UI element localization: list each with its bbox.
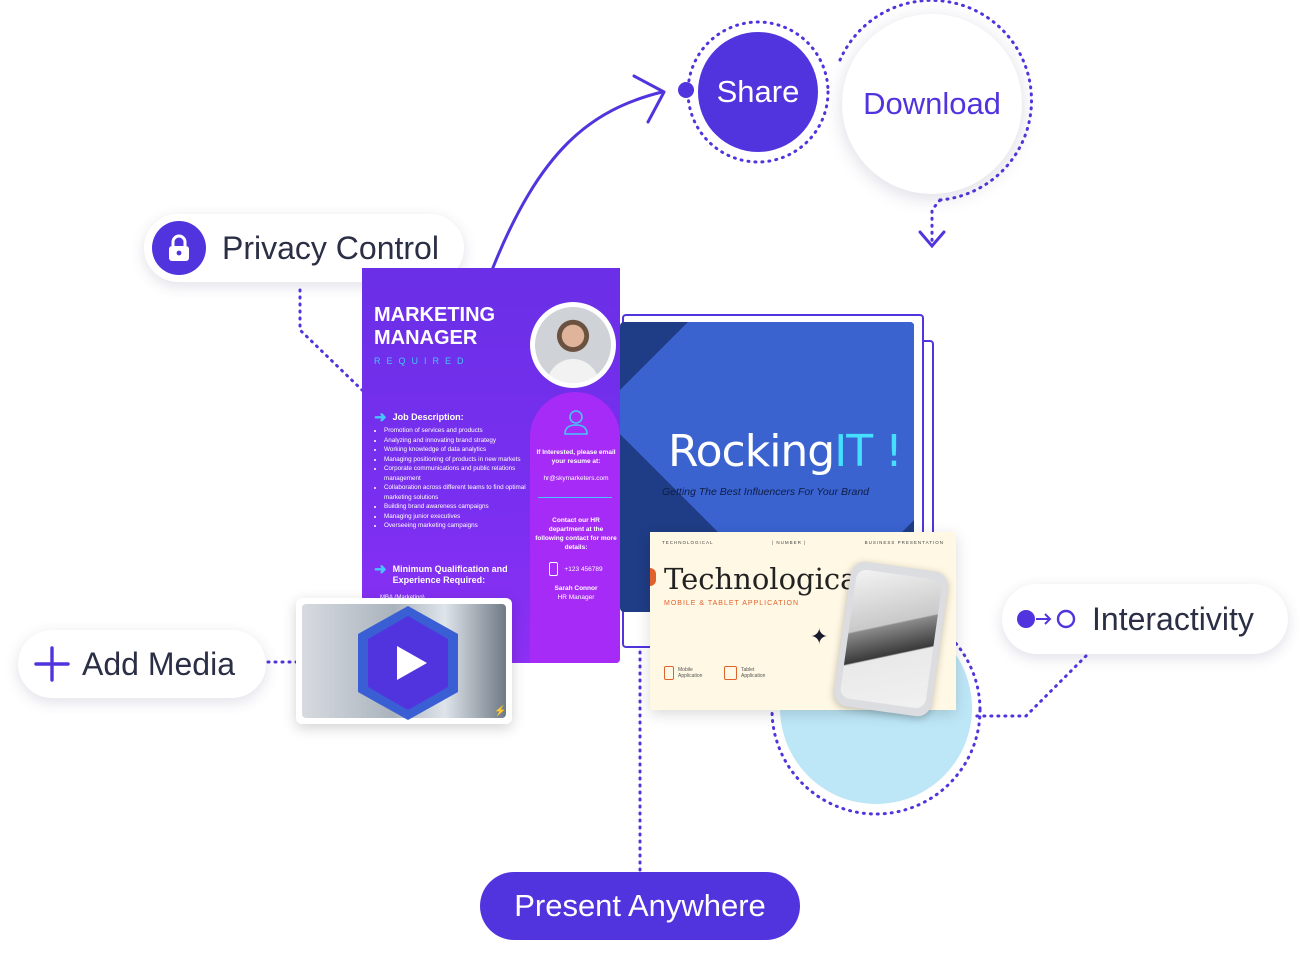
qualification-heading: ➜ Minimum Qualification and Experience R… <box>374 561 534 586</box>
add-media-label: Add Media <box>82 645 235 682</box>
contact-panel <box>530 392 620 663</box>
arrow-right-icon: ➜ <box>374 561 387 578</box>
phone-icon <box>549 562 559 576</box>
list-item: Working knowledge of data analytics <box>384 445 534 455</box>
mobile-app-item: Mobile Application <box>664 666 712 680</box>
present-anywhere-button[interactable]: Present Anywhere <box>480 872 800 940</box>
avatar <box>530 302 616 388</box>
contact-role: HR Manager <box>557 594 595 601</box>
tech-subtitle: MOBILE & TABLET APPLICATION <box>664 600 800 607</box>
slide-title: RockingIT ! <box>668 426 903 477</box>
divider <box>538 497 612 498</box>
bolt-icon: ⚡ <box>494 706 507 717</box>
slide-header: TECHNOLOGICAL | NUMBER | BUSINESS PRESEN… <box>662 540 944 545</box>
present-anywhere-label: Present Anywhere <box>514 888 766 923</box>
email-text: hr@skymarketers.com <box>543 475 609 482</box>
job-description-label: Job Description: <box>392 412 464 422</box>
list-item: Managing positioning of products in new … <box>384 455 534 465</box>
list-item: Analyzing and innovating brand strategy <box>384 436 534 446</box>
tablet-icon <box>724 666 737 680</box>
duties-list: Promotion of services and products Analy… <box>374 426 534 531</box>
poster-subtitle: REQUIRED <box>374 356 470 366</box>
contact-name: Sarah Connor <box>554 585 598 592</box>
interactivity-label: Interactivity <box>1092 600 1254 637</box>
phone-text: +123 456789 <box>564 565 603 573</box>
sparkle-icon: ✦ <box>810 624 829 649</box>
download-label: Download <box>863 86 1001 121</box>
tablet-app-item: Tablet Application <box>724 666 775 680</box>
download-button[interactable]: Download <box>842 14 1022 194</box>
phone-image <box>832 559 950 719</box>
list-item: Collaboration across different teams to … <box>384 483 534 502</box>
arrow-right-icon: ➜ <box>374 409 387 426</box>
interactivity-icon <box>1016 608 1078 630</box>
job-description-heading: ➜ Job Description: <box>374 408 464 426</box>
share-label: Share <box>716 74 800 109</box>
poster-title: MARKETING MANAGER <box>374 304 496 349</box>
plus-icon <box>34 646 70 682</box>
list-item: Overseeing marketing campaigns <box>384 521 534 531</box>
tech-title: Technological <box>664 562 867 596</box>
list-item: Building brand awareness campaigns <box>384 502 534 512</box>
mobile-icon <box>664 666 674 680</box>
lock-icon <box>152 221 206 275</box>
user-icon <box>534 408 618 439</box>
list-item: Corporate communications and public rela… <box>384 464 534 483</box>
share-button[interactable]: Share <box>698 32 818 152</box>
slide-subtitle: Getting The Best Influencers For Your Br… <box>662 486 870 498</box>
list-item: Promotion of services and products <box>384 426 534 436</box>
phone-row: +123 456789 <box>534 562 618 576</box>
qualification-label: Minimum Qualification and Experience Req… <box>392 564 508 585</box>
decor-dot <box>650 568 656 586</box>
list-item: Managing junior executives <box>384 512 534 522</box>
add-media-pill[interactable]: Add Media <box>18 630 266 698</box>
privacy-control-label: Privacy Control <box>222 229 439 266</box>
play-icon[interactable] <box>354 604 462 722</box>
interactivity-pill[interactable]: Interactivity <box>1002 584 1288 654</box>
interest-text: If Interested, please email your resume … <box>536 449 616 465</box>
contact-text: Contact our HR department at the followi… <box>535 517 617 551</box>
